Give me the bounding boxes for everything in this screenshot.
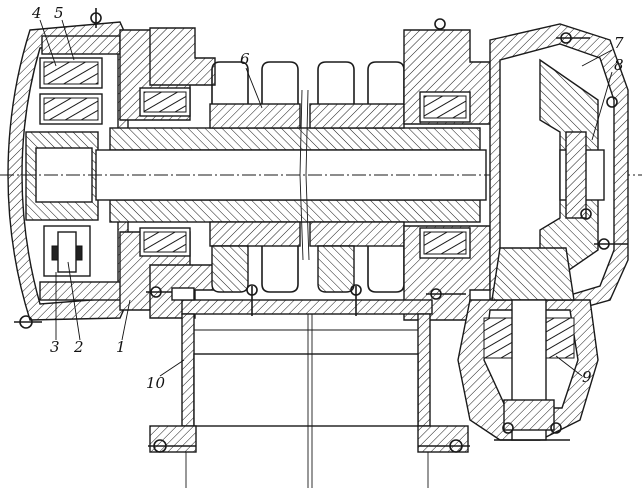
callout-7: 7	[614, 34, 624, 52]
left-planetary-housing	[7, 8, 129, 329]
callout-8: 8	[614, 56, 624, 74]
drum-body	[209, 61, 405, 293]
callout-labels: 4 5 6 7 8 3 2 1 10 9	[31, 4, 624, 392]
input-pinion-assembly	[457, 247, 599, 441]
callout-4: 4	[31, 4, 42, 22]
bevel-gear-case	[489, 23, 629, 315]
callout-2: 2	[73, 338, 84, 356]
callout-1: 1	[116, 338, 126, 356]
callout-5: 5	[54, 4, 64, 22]
callout-3: 3	[50, 338, 60, 356]
main-shaft	[0, 89, 642, 261]
right-bearing-housing	[403, 18, 491, 321]
support-frame	[148, 284, 470, 488]
callout-9: 9	[582, 368, 592, 386]
callout-6: 6	[240, 50, 250, 68]
callout-10: 10	[146, 374, 166, 392]
